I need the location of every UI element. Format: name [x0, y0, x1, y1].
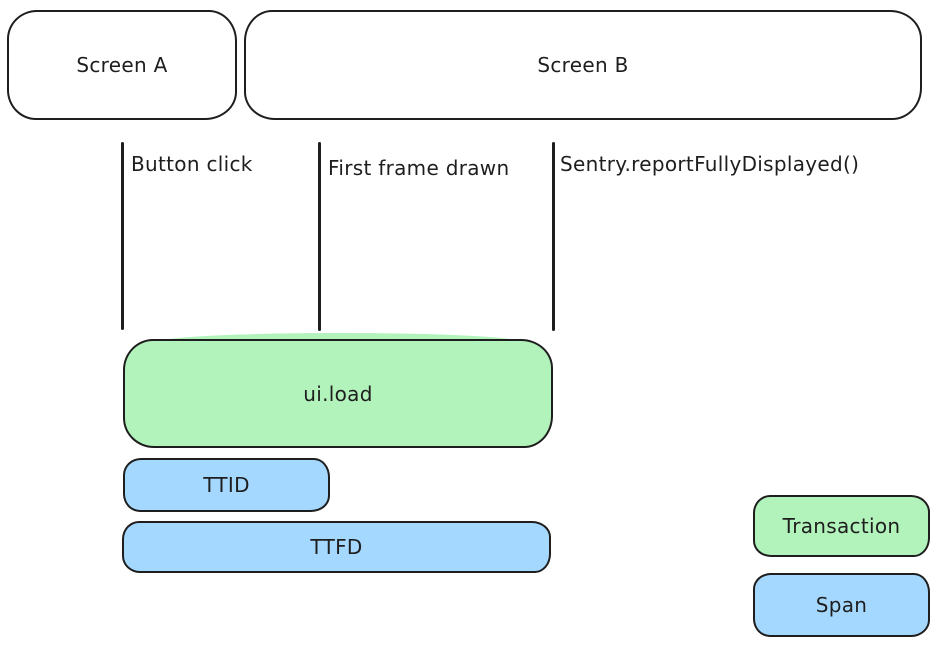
screen-a-box: Screen A	[7, 10, 237, 120]
event-line-first-frame-drawn	[318, 142, 321, 331]
legend-transaction-label: Transaction	[782, 514, 901, 538]
ttfd-span-bar: TTFD	[122, 521, 551, 573]
legend-transaction-box: Transaction	[753, 495, 930, 557]
screen-b-label: Screen B	[537, 53, 629, 77]
screen-a-label: Screen A	[76, 53, 168, 77]
ttfd-label: TTFD	[310, 535, 363, 559]
legend-span-box: Span	[753, 573, 930, 637]
screen-b-box: Screen B	[244, 10, 922, 120]
event-line-report-fully-displayed	[552, 142, 555, 331]
event-label-first-frame-drawn: First frame drawn	[328, 156, 510, 180]
ttid-span-bar: TTID	[123, 458, 330, 512]
legend-span-label: Span	[815, 593, 868, 617]
ui-load-transaction-bar: ui.load	[123, 339, 553, 448]
event-label-report-fully-displayed: Sentry.reportFullyDisplayed()	[560, 152, 860, 176]
ui-load-label: ui.load	[303, 381, 373, 406]
event-line-button-click	[121, 142, 124, 330]
ttid-label: TTID	[203, 473, 250, 497]
event-label-button-click: Button click	[131, 152, 253, 176]
